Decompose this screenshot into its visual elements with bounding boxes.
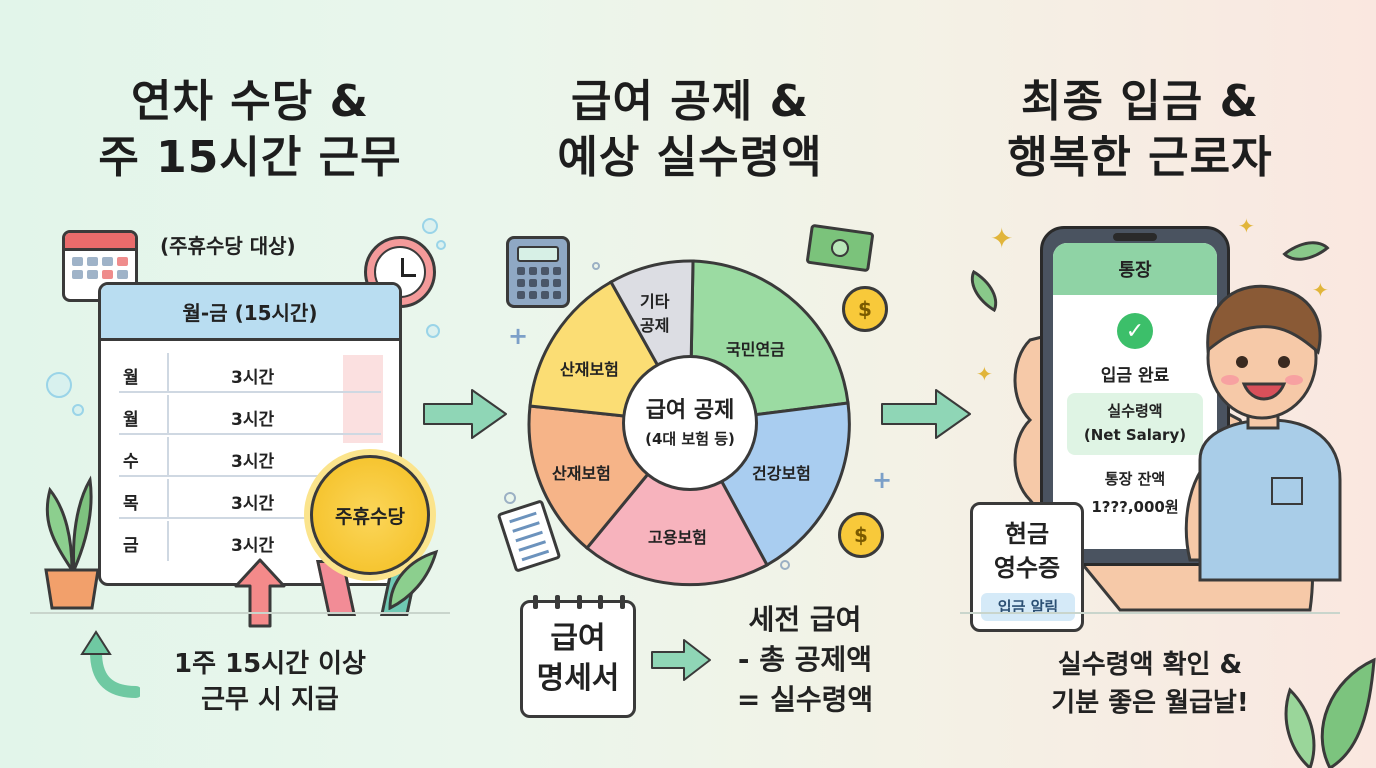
panel1-title-line1: 연차 수당 & [131,76,369,127]
divider [30,612,450,614]
leaf-cluster-icon [1284,657,1376,768]
arrow-right-icon [881,389,971,439]
net-salary-box: 실수령액 (Net Salary) [1067,393,1203,455]
row-day: 월 [123,368,139,388]
timetable-row: 수 3시간 [119,437,381,477]
panel3-note-line1: 실수령액 확인 & [1057,650,1243,680]
bank-app-header: 통장 [1053,243,1217,295]
pie-label-other: 기타 공제 [640,290,669,338]
plus-decoration: + [508,322,529,350]
sparkle-icon: ✦ [976,362,993,386]
balance-value: 1???,000원 [1091,498,1179,516]
weekly-allowance-subtitle: (주휴수당 대상) [160,234,296,258]
curved-arrow-icon [80,630,140,698]
row-hours: 3시간 [231,536,275,556]
panel1-title-line2: 주 15시간 근무 [98,132,402,183]
deposit-notice-label: 입금 알림 [981,593,1075,621]
panel2-title: 급여 공제 & 예상 실수령액 [520,74,860,186]
formula-line2: - 총 공제액 [737,643,873,676]
pie-label-other-line2: 공제 [640,316,670,335]
payslip-line1: 급여 [550,621,606,656]
sparkle-icon: ✦ [1238,214,1255,238]
pie-label-industrial: 산재보험 [552,464,611,483]
balance-label: 통장 잔액 [1104,470,1166,488]
row-day: 목 [123,494,139,514]
pie-center-sub: (4대 보험 등) [645,430,735,448]
happy-worker-illustration [1198,284,1342,582]
bubble-decoration [46,372,72,398]
bubble-decoration [72,404,84,416]
row-day: 금 [123,536,139,556]
bubble-decoration [436,240,446,250]
timetable-row: 월 3시간 [119,395,381,435]
pie-label-other-line1: 기타 [640,292,670,311]
pie-label-employment: 고용보험 [648,528,707,547]
panel1-note-line2: 근무 시 지급 [201,685,339,715]
timetable-row: 월 3시간 [119,353,381,393]
divider [960,612,1340,614]
sparkle-icon: ✦ [990,222,1014,255]
check-icon: ✓ [1117,313,1153,349]
deposit-complete-text: 입금 완료 [1100,366,1170,386]
pie-label-industrial: 산재보험 [560,360,619,379]
panel3-title-line2: 행복한 근로자 [1007,132,1273,183]
receipt-line1: 현금 [1004,520,1050,548]
pie-label-pension: 국민연금 [726,340,785,359]
leaf-icon [1282,228,1330,274]
row-hours: 3시간 [231,494,275,514]
dot-decoration [504,492,516,504]
pie-center: 급여 공제 (4대 보험 등) [622,355,758,491]
cash-receipt-card: 현금 영수증 입금 알림 [970,502,1084,632]
net-pay-formula: 세전 급여 - 총 공제액 = 실수령액 [720,600,890,720]
panel3-title-line1: 최종 입금 & [1021,76,1259,127]
panel1-note: 1주 15시간 이상 근무 시 지급 [150,646,390,718]
panel3-title: 최종 입금 & 행복한 근로자 [980,74,1300,186]
formula-line3: = 실수령액 [736,683,874,716]
leaf-icon [388,549,439,610]
phone-illustration: 통장 ✓ 입금 완료 실수령액 (Net Salary) 통장 잔액 1???,… [1040,226,1230,566]
receipt-line2: 영수증 [993,554,1061,582]
leaf-icon [960,269,1008,313]
panel2-title-line1: 급여 공제 & [571,76,809,127]
pie-slice-employment [584,420,770,587]
timetable-row: 목 3시간 [119,479,381,519]
row-day: 수 [123,452,139,472]
sparkle-icon: ✦ [1312,278,1329,302]
row-day: 월 [123,410,139,430]
panel1-note-line1: 1주 15시간 이상 [174,649,366,679]
timetable-header: 월-금 (15시간) [101,285,399,341]
bubble-decoration [426,324,440,338]
formula-line1: 세전 급여 [748,603,862,636]
net-salary-label: 실수령액 [1107,402,1163,420]
panel2-title-line2: 예상 실수령액 [557,132,823,183]
dot-decoration [780,560,790,570]
plant-icon [44,475,100,610]
row-hours: 3시간 [231,368,275,388]
coin-icon: $ [842,286,888,332]
panel3-note: 실수령액 확인 & 기분 좋은 월급날! [1020,646,1280,722]
calculator-icon [506,236,570,308]
arrow-right-icon [423,389,507,439]
row-hours: 3시간 [231,410,275,430]
balance-block: 통장 잔액 1???,000원 [1053,465,1217,521]
timetable-row: 금 3시간 [119,521,381,561]
row-hours: 3시간 [231,452,275,472]
weekly-allowance-badge: 주휴수당 [310,455,430,575]
plus-decoration: + [872,466,893,494]
arrow-right-icon [651,639,711,681]
panel3-note-line2: 기분 좋은 월급날! [1051,688,1249,718]
arrow-up-icon [234,558,286,628]
coin-icon: $ [838,512,884,558]
pie-center-title: 급여 공제 [645,398,735,423]
payslip-card: 급여 명세서 [520,595,636,718]
panel1-title: 연차 수당 & 주 15시간 근무 [60,74,440,186]
net-salary-label-en: (Net Salary) [1083,426,1187,444]
bubble-decoration [422,218,438,234]
payslip-line2: 명세서 [536,661,620,696]
dot-decoration [592,262,600,270]
pie-label-health: 건강보험 [752,464,811,483]
